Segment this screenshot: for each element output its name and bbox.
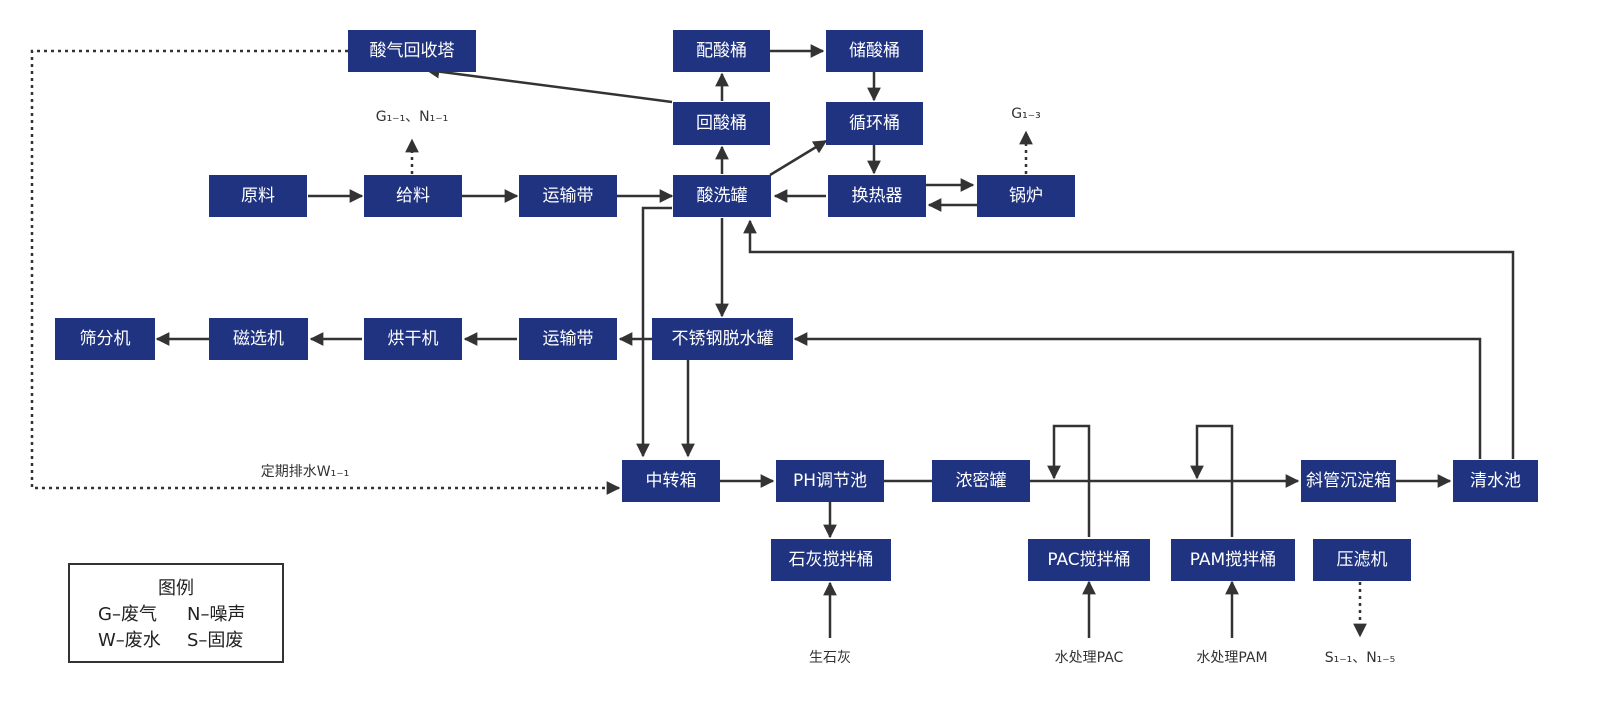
node-filter-press: 压滤机 [1313,539,1411,581]
svg-text:运输带: 运输带 [543,186,594,206]
node-raw-material: 原料 [209,175,307,217]
label-quicklime: 生石灰 [809,650,851,666]
node-pam-mixing-tank: PAM搅拌桶 [1171,539,1295,581]
node-conveyor-belt-2: 运输带 [519,318,617,360]
node-conveyor-belt-1: 运输带 [519,175,617,217]
svg-text:筛分机: 筛分机 [80,329,131,349]
svg-text:磁选机: 磁选机 [233,329,284,349]
node-acid-storage-tank: 储酸桶 [826,30,923,72]
svg-text:PAM搅拌桶: PAM搅拌桶 [1190,550,1276,570]
node-circulation-tank: 循环桶 [826,102,923,145]
arrow-pam-dosing [1190,424,1234,537]
arrow-pac-dosing [1047,424,1091,537]
svg-text:酸洗罐: 酸洗罐 [697,186,748,206]
node-pickling-tank: 酸洗罐 [673,175,771,217]
legend-item-n: N–噪声 [187,604,245,625]
label-water-pam: 水处理PAM [1196,650,1267,666]
node-dryer: 烘干机 [364,318,462,360]
node-heat-exchanger: 换热器 [828,175,926,217]
arrow-pickling-to-circulation [769,139,828,177]
legend-title: 图例 [158,578,194,599]
arrow-pickling-to-transfer [636,206,672,458]
label-water-pac: 水处理PAC [1055,650,1124,666]
svg-text:压滤机: 压滤机 [1337,550,1388,570]
node-concentration-tank: 浓密罐 [932,460,1030,502]
svg-text:锅炉: 锅炉 [1009,186,1043,206]
node-magnetic-separator: 磁选机 [209,318,308,360]
arrow-clear-pool-to-pickling [743,219,1515,459]
legend: 图例 G–废气 N–噪声 W–废水 S–固废 [68,563,284,663]
svg-text:回酸桶: 回酸桶 [696,114,747,134]
svg-text:中转箱: 中转箱 [646,471,697,491]
legend-item-g: G–废气 [98,604,157,625]
node-acid-gas-tower: 酸气回收塔 [348,30,476,72]
svg-text:配酸桶: 配酸桶 [696,41,747,61]
node-acid-mix-tank: 配酸桶 [673,30,770,72]
svg-text:原料: 原料 [241,186,275,206]
legend-item-w: W–废水 [98,630,161,651]
svg-text:酸气回收塔: 酸气回收塔 [370,41,455,61]
svg-text:斜管沉淀箱: 斜管沉淀箱 [1306,471,1391,491]
svg-text:PAC搅拌桶: PAC搅拌桶 [1047,550,1130,570]
svg-text:PH调节池: PH调节池 [793,471,867,491]
arrow-periodic-drain [30,49,621,495]
svg-text:储酸桶: 储酸桶 [849,41,900,61]
node-screening-machine: 筛分机 [55,318,155,360]
node-lime-mixing-tank: 石灰搅拌桶 [771,539,891,581]
node-feeding: 给料 [364,175,462,217]
label-filter-press-emission: S₁₋₁、N₁₋₅ [1325,650,1396,666]
svg-text:换热器: 换热器 [852,186,903,206]
node-inclined-tube-settler: 斜管沉淀箱 [1301,460,1396,502]
node-pac-mixing-tank: PAC搅拌桶 [1028,539,1150,581]
label-periodic-drain: 定期排水W₁₋₁ [261,464,349,480]
arrow-clear-pool-to-dewatering [793,332,1482,459]
arrow-return-to-acid-tower [425,64,673,104]
svg-text:烘干机: 烘干机 [388,329,439,349]
node-acid-return-tank: 回酸桶 [673,102,770,145]
node-ss-dewatering-tank: 不锈钢脱水罐 [652,318,793,360]
svg-text:石灰搅拌桶: 石灰搅拌桶 [789,550,874,570]
label-boiler-emission: G₁₋₃ [1011,106,1040,122]
svg-text:运输带: 运输带 [543,329,594,349]
svg-text:清水池: 清水池 [1470,471,1521,491]
label-feeding-emission: G₁₋₁、N₁₋₁ [376,109,449,125]
flow-connectors [30,44,1515,638]
svg-text:浓密罐: 浓密罐 [956,471,1007,491]
legend-item-s: S–固废 [187,630,243,651]
node-clear-water-pool: 清水池 [1453,460,1538,502]
svg-text:给料: 给料 [396,186,430,206]
svg-text:循环桶: 循环桶 [849,114,900,134]
svg-text:不锈钢脱水罐: 不锈钢脱水罐 [672,329,774,349]
node-boiler: 锅炉 [977,175,1075,217]
node-ph-adjust-pool: PH调节池 [776,460,884,502]
node-transfer-box: 中转箱 [622,460,720,502]
